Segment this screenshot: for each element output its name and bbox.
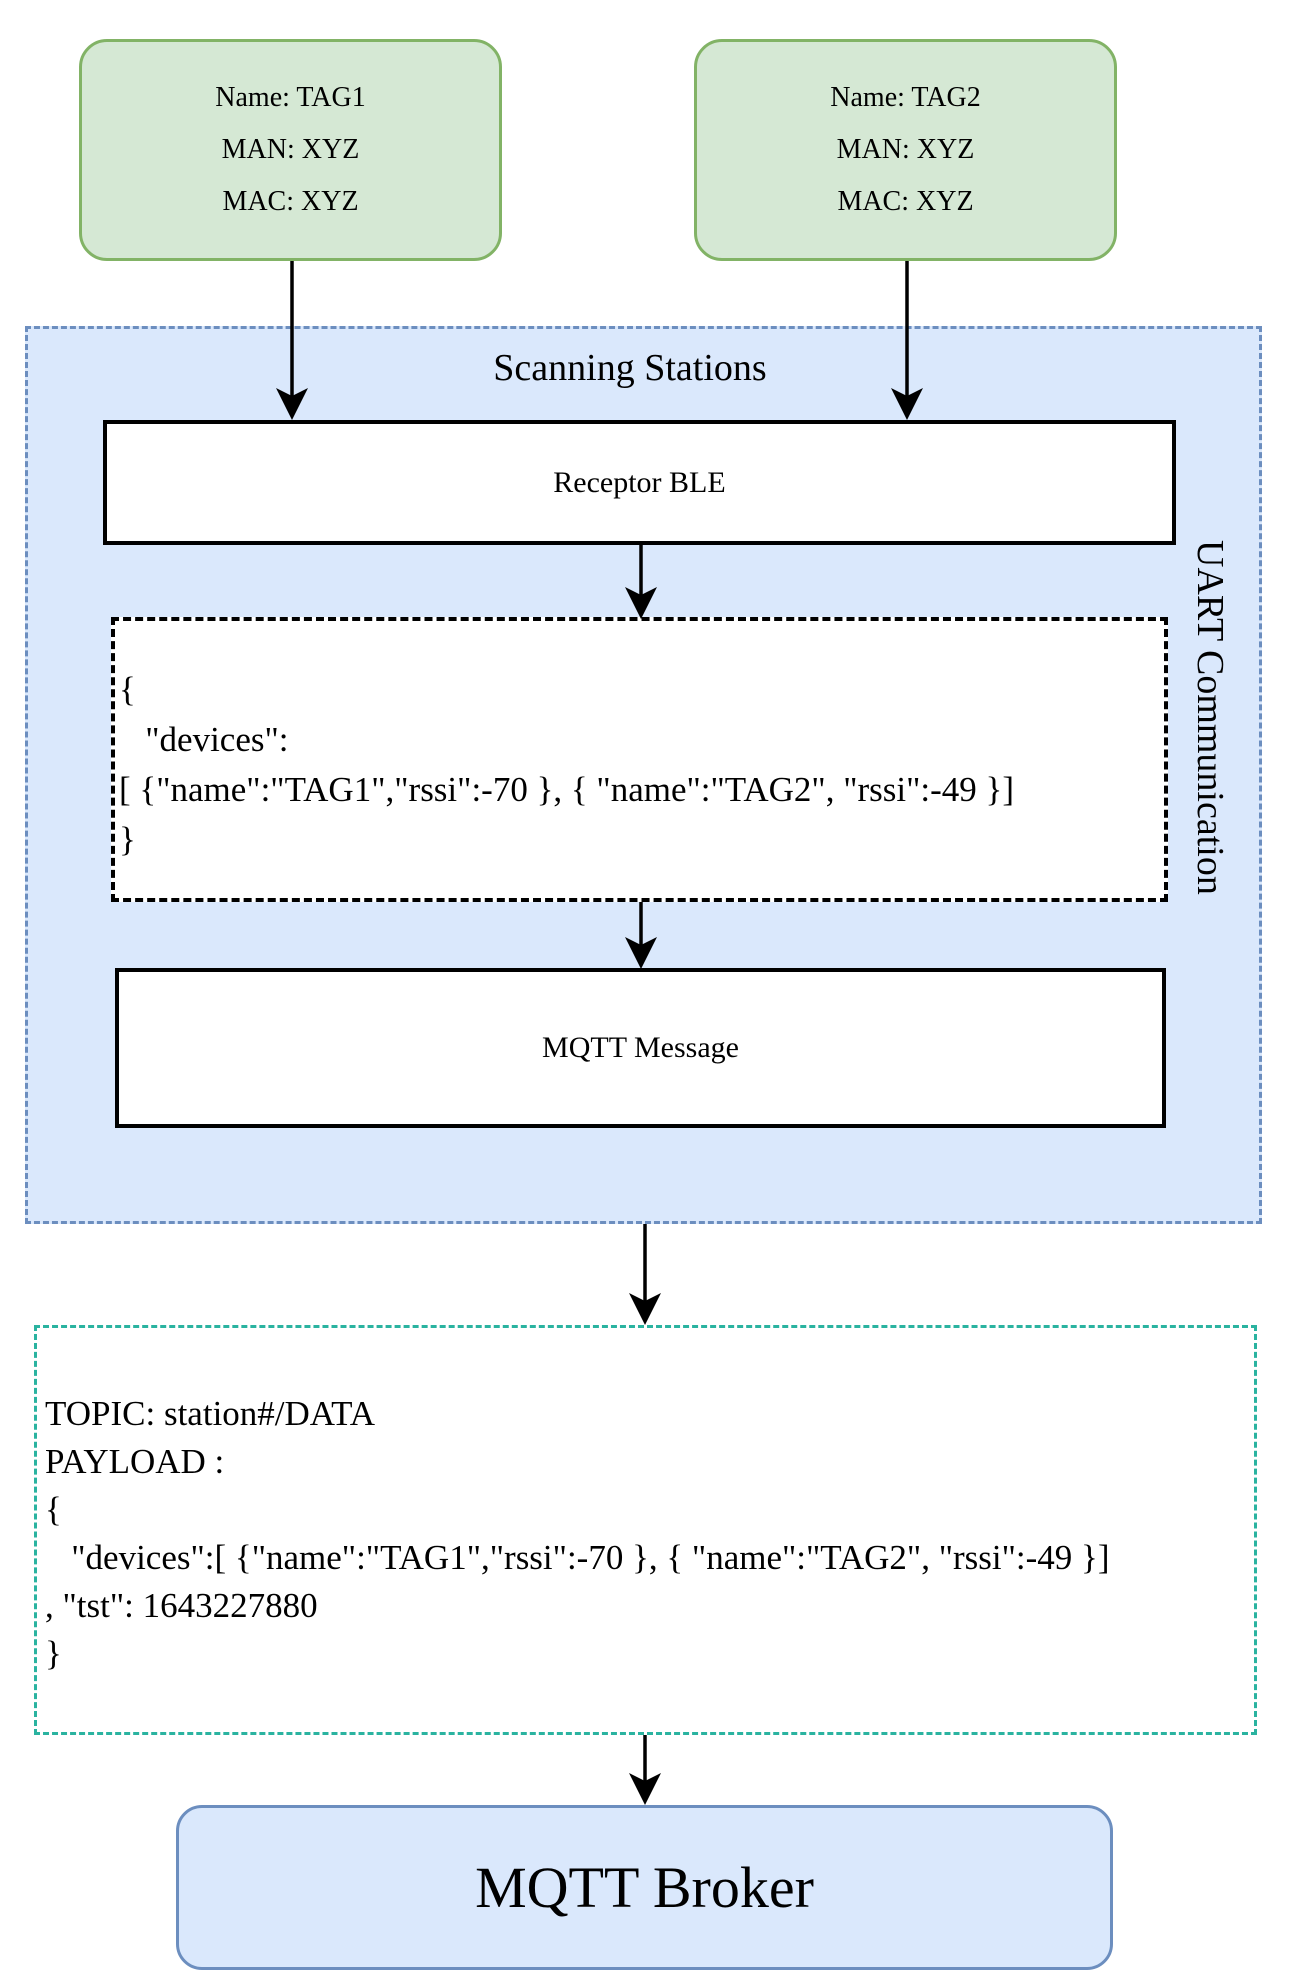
- tag2-name: Name: TAG2: [830, 82, 981, 113]
- payload-line: , "tst": 1643227880: [45, 1586, 318, 1625]
- mqtt-broker-node: MQTT Broker: [176, 1805, 1113, 1970]
- mqtt-message-node: MQTT Message: [115, 968, 1166, 1128]
- payload-line: TOPIC: station#/DATA: [45, 1394, 376, 1433]
- scanning-stations-title: Scanning Stations: [493, 347, 767, 389]
- tag2-manufacturer: MAN: XYZ: [836, 134, 975, 165]
- tag1-name: Name: TAG1: [215, 82, 366, 113]
- uart-communication-label: UART Communication: [1189, 540, 1231, 895]
- receptor-ble-node: Receptor BLE: [103, 420, 1176, 545]
- json-line: "devices":: [119, 720, 289, 759]
- device-json-node: { "devices": [ {"name":"TAG1","rssi":-70 …: [111, 617, 1168, 902]
- payload-line: PAYLOAD :: [45, 1442, 225, 1481]
- tag1-node: Name: TAG1 MAN: XYZ MAC: XYZ: [79, 39, 502, 261]
- json-line: [ {"name":"TAG1","rssi":-70 }, { "name":…: [119, 770, 1014, 809]
- mqtt-payload-node: TOPIC: station#/DATA PAYLOAD : { "devices"…: [34, 1325, 1257, 1735]
- json-line: }: [119, 820, 136, 859]
- json-line: {: [119, 670, 136, 709]
- payload-line: "devices":[ {"name":"TAG1","rssi":-70 },…: [45, 1538, 1110, 1577]
- payload-line: {: [45, 1490, 62, 1529]
- arrow-payload-to-broker: [629, 1735, 661, 1805]
- tag2-mac: MAC: XYZ: [837, 186, 974, 217]
- tag1-mac: MAC: XYZ: [222, 186, 359, 217]
- arrow-station-to-payload: [629, 1224, 661, 1325]
- payload-line: }: [45, 1634, 62, 1673]
- tag1-manufacturer: MAN: XYZ: [221, 134, 360, 165]
- tag2-node: Name: TAG2 MAN: XYZ MAC: XYZ: [694, 39, 1117, 261]
